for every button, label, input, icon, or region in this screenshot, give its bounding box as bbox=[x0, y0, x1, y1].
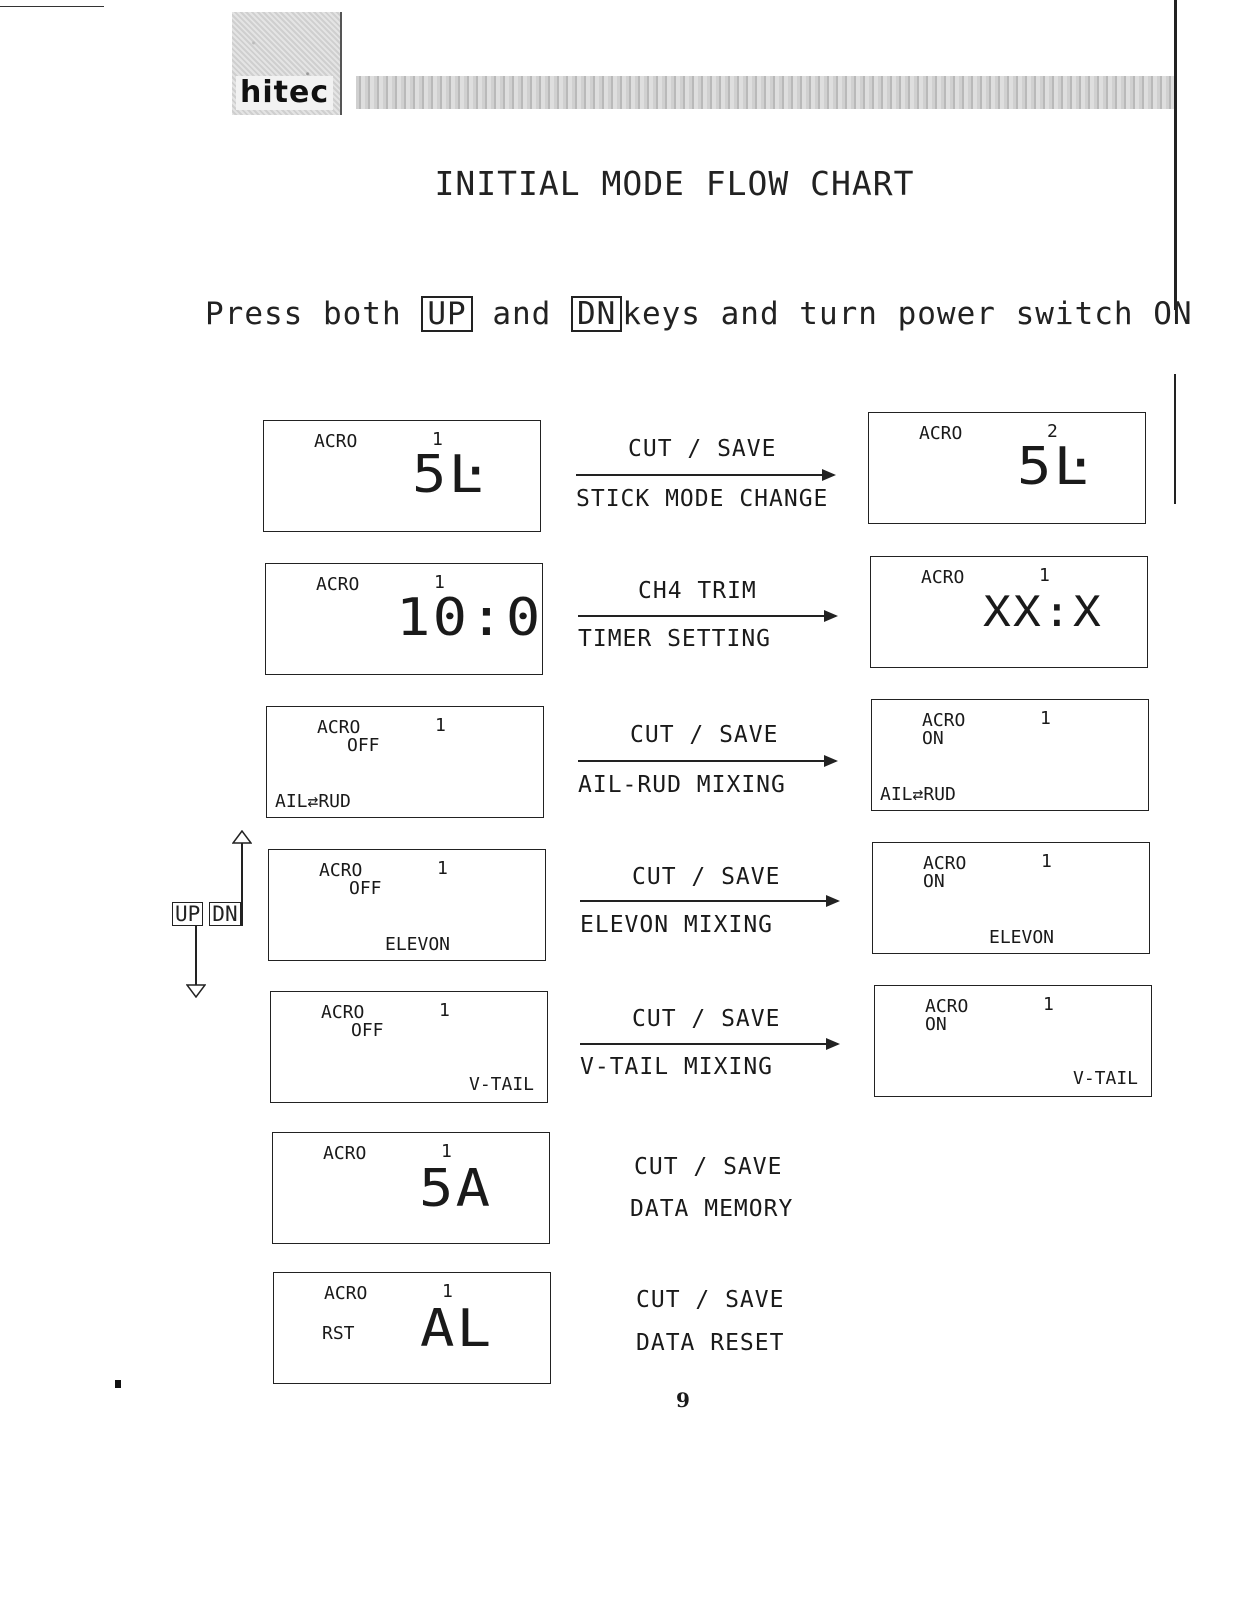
instruction-suffix: keys and turn power switch ON bbox=[622, 296, 1193, 332]
lcd-function-label: ELEVON bbox=[989, 927, 1055, 948]
instruction-prefix: Press both bbox=[205, 296, 402, 332]
lcd-function-label: ELEVON bbox=[385, 934, 451, 955]
page-number: 9 bbox=[676, 1388, 690, 1412]
row-action: CUT / SAVE bbox=[636, 1287, 785, 1313]
lcd-digits: AL bbox=[420, 1299, 494, 1359]
lcd-state: ON bbox=[922, 728, 944, 749]
row-function: DATA RESET bbox=[636, 1330, 785, 1356]
lcd-model-number: 1 bbox=[437, 858, 448, 879]
lcd-model: ACRO bbox=[319, 860, 363, 881]
right-edge-bar bbox=[1174, 0, 1177, 310]
lcd-model-number: 1 bbox=[442, 1281, 453, 1302]
lcd-model-number: 1 bbox=[1040, 708, 1051, 729]
lcd-digits: XX:X bbox=[983, 587, 1104, 636]
flow-arrow bbox=[580, 895, 840, 907]
lcd-state: ON bbox=[923, 871, 945, 892]
row-action: CUT / SAVE bbox=[632, 864, 781, 890]
lcd-digits: 5Ŀ bbox=[412, 445, 486, 505]
lcd-model-number: 2 bbox=[1047, 421, 1058, 442]
lcd-model: ACRO bbox=[321, 1002, 365, 1023]
lcd-function-label: AIL⇄RUD bbox=[880, 784, 956, 805]
lcd-state: OFF bbox=[349, 878, 382, 899]
row-function: V-TAIL MIXING bbox=[580, 1054, 774, 1080]
row-function: TIMER SETTING bbox=[578, 626, 772, 652]
lcd-model-number: 1 bbox=[1039, 565, 1050, 586]
row-action: CUT / SAVE bbox=[628, 436, 777, 462]
lcd-model: ACRO bbox=[323, 1143, 367, 1164]
lcd-timer-before: ACRO 1 10:0 bbox=[265, 563, 543, 675]
lcd-model-number: 1 bbox=[439, 1000, 450, 1021]
row-action: CUT / SAVE bbox=[632, 1006, 781, 1032]
lcd-model: ACRO bbox=[314, 431, 358, 452]
up-arrow-line bbox=[195, 926, 197, 988]
brand-name: hitec bbox=[236, 76, 334, 110]
flow-arrow bbox=[580, 1038, 840, 1050]
lcd-reset-label: RST bbox=[322, 1323, 355, 1344]
lcd-model-number: 1 bbox=[441, 1141, 452, 1162]
lcd-v-tail-after: ACRO 1 ON V-TAIL bbox=[874, 985, 1152, 1097]
row-function: STICK MODE CHANGE bbox=[576, 486, 829, 512]
row-action: CUT / SAVE bbox=[630, 722, 779, 748]
row-function: DATA MEMORY bbox=[630, 1196, 794, 1222]
lcd-model-number: 1 bbox=[434, 572, 445, 593]
flow-arrow bbox=[578, 755, 838, 767]
lcd-model: ACRO bbox=[324, 1283, 368, 1304]
dn-arrow-line bbox=[241, 840, 243, 926]
lcd-v-tail-before: ACRO 1 OFF V-TAIL bbox=[270, 991, 548, 1103]
lcd-model: ACRO bbox=[925, 996, 969, 1017]
lcd-stick-mode-before: ACRO 1 5Ŀ bbox=[263, 420, 541, 532]
flow-arrow bbox=[578, 610, 838, 622]
margin-mark bbox=[115, 1380, 121, 1388]
lcd-state: OFF bbox=[347, 735, 380, 756]
header-band bbox=[356, 76, 1176, 109]
lcd-function-label: AIL⇄RUD bbox=[275, 791, 351, 812]
lcd-model-number: 1 bbox=[1043, 994, 1054, 1015]
lcd-model: ACRO bbox=[919, 423, 963, 444]
lcd-stick-mode-after: ACRO 2 5Ŀ bbox=[868, 412, 1146, 524]
lcd-data-memory: ACRO 1 5A bbox=[272, 1132, 550, 1244]
lcd-digits: 5A bbox=[419, 1159, 493, 1219]
lcd-model-number: 1 bbox=[435, 715, 446, 736]
flow-arrow bbox=[576, 469, 836, 481]
side-up-key: UP bbox=[172, 902, 204, 926]
lcd-model-number: 1 bbox=[1041, 851, 1052, 872]
row-function: AIL-RUD MIXING bbox=[578, 772, 786, 798]
row-function: ELEVON MIXING bbox=[580, 912, 774, 938]
row-action: CH4 TRIM bbox=[638, 578, 757, 604]
page-title: INITIAL MODE FLOW CHART bbox=[434, 164, 915, 203]
side-dn-key: DN bbox=[209, 902, 241, 926]
lcd-model-number: 1 bbox=[432, 429, 443, 450]
arrow-up-icon bbox=[232, 830, 252, 844]
lcd-model: ACRO bbox=[922, 710, 966, 731]
row-action: CUT / SAVE bbox=[634, 1154, 783, 1180]
lcd-elevon-after: ACRO 1 ON ELEVON bbox=[872, 842, 1150, 954]
instruction-middle: and bbox=[492, 296, 552, 332]
lcd-function-label: V-TAIL bbox=[469, 1074, 535, 1095]
lcd-model: ACRO bbox=[921, 567, 965, 588]
lcd-ail-rud-before: ACRO 1 OFF AIL⇄RUD bbox=[266, 706, 544, 818]
lcd-model: ACRO bbox=[923, 853, 967, 874]
lcd-function-label: V-TAIL bbox=[1073, 1068, 1139, 1089]
lcd-digits: 10:0 bbox=[396, 588, 543, 648]
lcd-elevon-before: ACRO 1 OFF ELEVON bbox=[268, 849, 546, 961]
lcd-ail-rud-after: ACRO 1 ON AIL⇄RUD bbox=[871, 699, 1149, 811]
lcd-data-reset: ACRO 1 RST AL bbox=[273, 1272, 551, 1384]
arrow-down-icon bbox=[186, 984, 206, 998]
lcd-model: ACRO bbox=[316, 574, 360, 595]
top-rule bbox=[0, 6, 104, 7]
up-key-label: UP bbox=[421, 296, 473, 332]
lcd-timer-after: ACRO 1 XX:X bbox=[870, 556, 1148, 668]
lcd-digits: 5Ŀ bbox=[1017, 437, 1091, 497]
dn-key-label: DN bbox=[570, 296, 623, 332]
lcd-state: ON bbox=[925, 1014, 947, 1035]
right-edge-bar-lower bbox=[1174, 374, 1176, 504]
lcd-model: ACRO bbox=[317, 717, 361, 738]
lcd-state: OFF bbox=[351, 1020, 384, 1041]
